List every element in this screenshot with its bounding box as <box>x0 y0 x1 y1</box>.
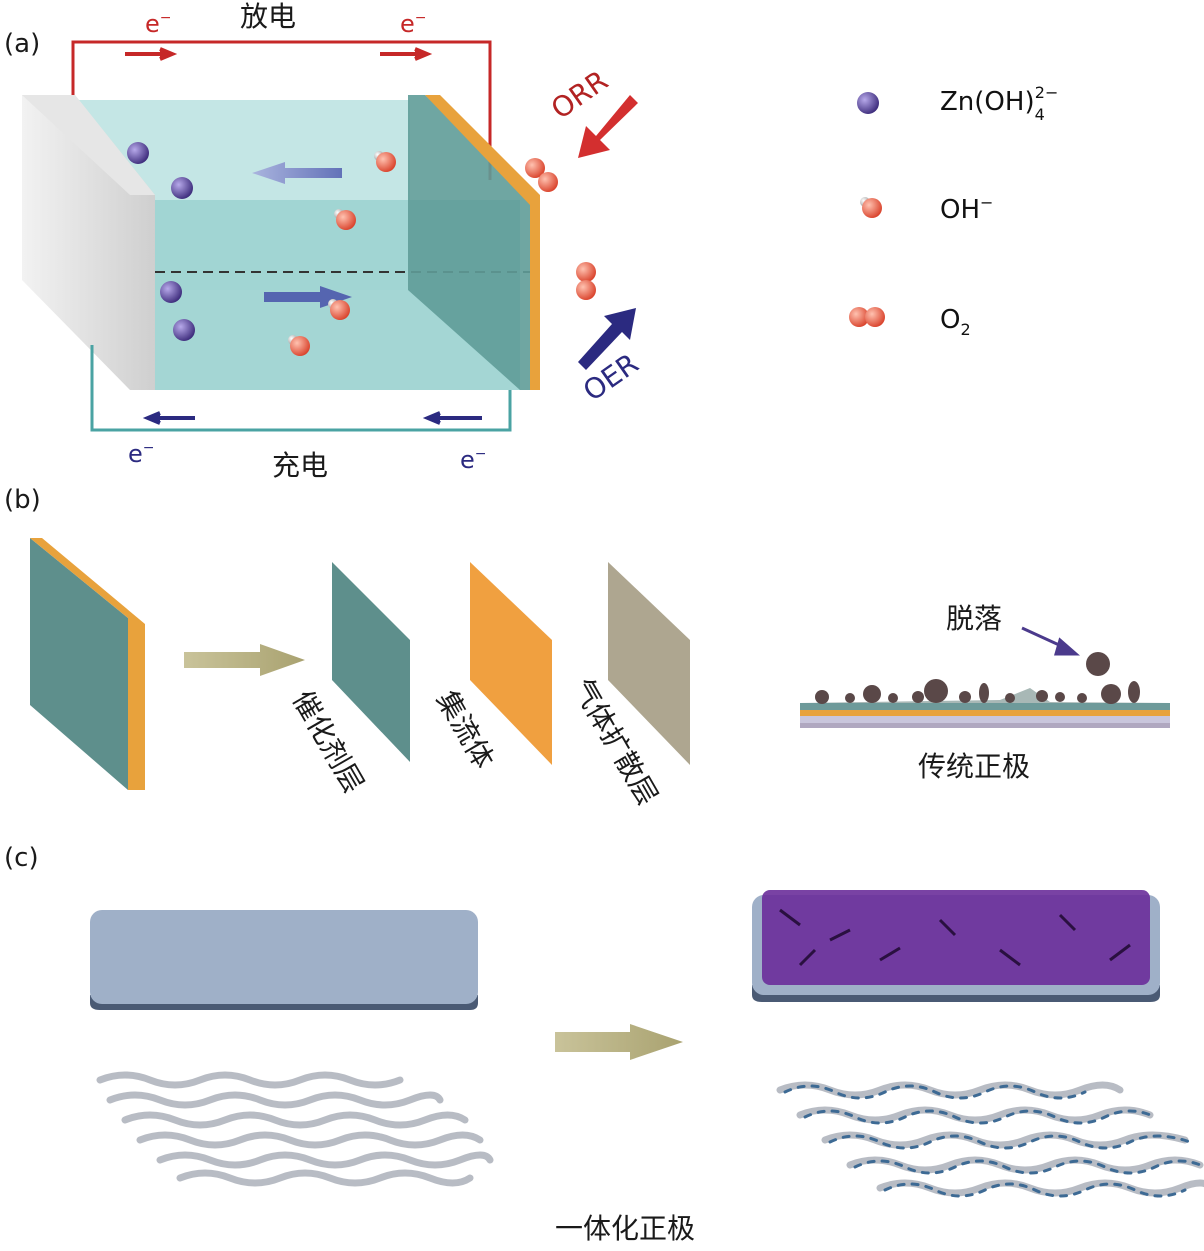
charge-label: 充电 <box>272 449 328 482</box>
peeling-arrow <box>1021 626 1080 656</box>
panel-a-label: (a) <box>4 29 40 59</box>
ion-flow-arrow-left <box>252 162 342 184</box>
cathode-assembly-edge <box>30 538 145 790</box>
cathode-collector-layer <box>425 95 540 390</box>
traditional-cathode <box>800 652 1170 728</box>
nanostructured-slab <box>752 890 1160 1002</box>
legend-hydroxide-icon <box>860 197 882 218</box>
integrated-cathode-label: 一体化正极 <box>555 1212 695 1245</box>
legend-zincate-icon <box>857 92 879 114</box>
electron-label: e− <box>145 10 172 38</box>
panel-c-label: (c) <box>4 843 39 873</box>
legend-zincate-label: Zn(OH)42− <box>940 83 1058 124</box>
electron-label: e− <box>400 10 427 38</box>
legend-oxygen-label: O2 <box>940 305 971 339</box>
electron-flow-arrow <box>380 47 433 61</box>
traditional-cathode-label: 传统正极 <box>918 750 1030 783</box>
oxygen-molecule <box>576 262 596 300</box>
zinc-anode-top <box>22 95 155 195</box>
gas-diffusion-layer <box>608 562 690 765</box>
zincate-ion <box>160 281 182 303</box>
decompose-arrow <box>184 644 305 676</box>
electron-flow-arrow <box>125 47 178 61</box>
oer-arrow <box>578 308 636 370</box>
current-collector <box>470 562 552 765</box>
orr-label: ORR <box>545 64 614 126</box>
substrate-slab <box>90 910 478 1010</box>
charge-wire <box>90 345 512 432</box>
legend: Zn(OH)42− OH− O2 <box>849 83 1058 339</box>
orr-arrow <box>578 95 638 158</box>
wire-mesh <box>96 1071 494 1187</box>
cathode-assembly <box>30 538 128 790</box>
legend-hydroxide-label: OH− <box>940 193 993 225</box>
electron-flow-arrow <box>142 411 195 425</box>
coated-mesh <box>776 1081 1204 1198</box>
peeled-particle <box>1086 652 1110 676</box>
air-cathode <box>408 95 540 390</box>
electron-label: e− <box>128 440 155 468</box>
oxygen-molecule <box>525 158 558 192</box>
zincate-ion <box>127 142 149 164</box>
discharge-label: 放电 <box>240 0 296 33</box>
transform-arrow <box>555 1024 683 1060</box>
panel-b-label: (b) <box>4 485 41 515</box>
electron-flow-arrow <box>422 411 482 425</box>
electron-label: e− <box>460 446 487 474</box>
catalyst-layer <box>332 562 410 762</box>
legend-oxygen-icon <box>849 307 885 327</box>
zincate-ion <box>171 177 193 199</box>
discharge-wire <box>71 40 492 180</box>
zincate-ion <box>173 319 195 341</box>
peeling-label: 脱落 <box>946 602 1002 635</box>
